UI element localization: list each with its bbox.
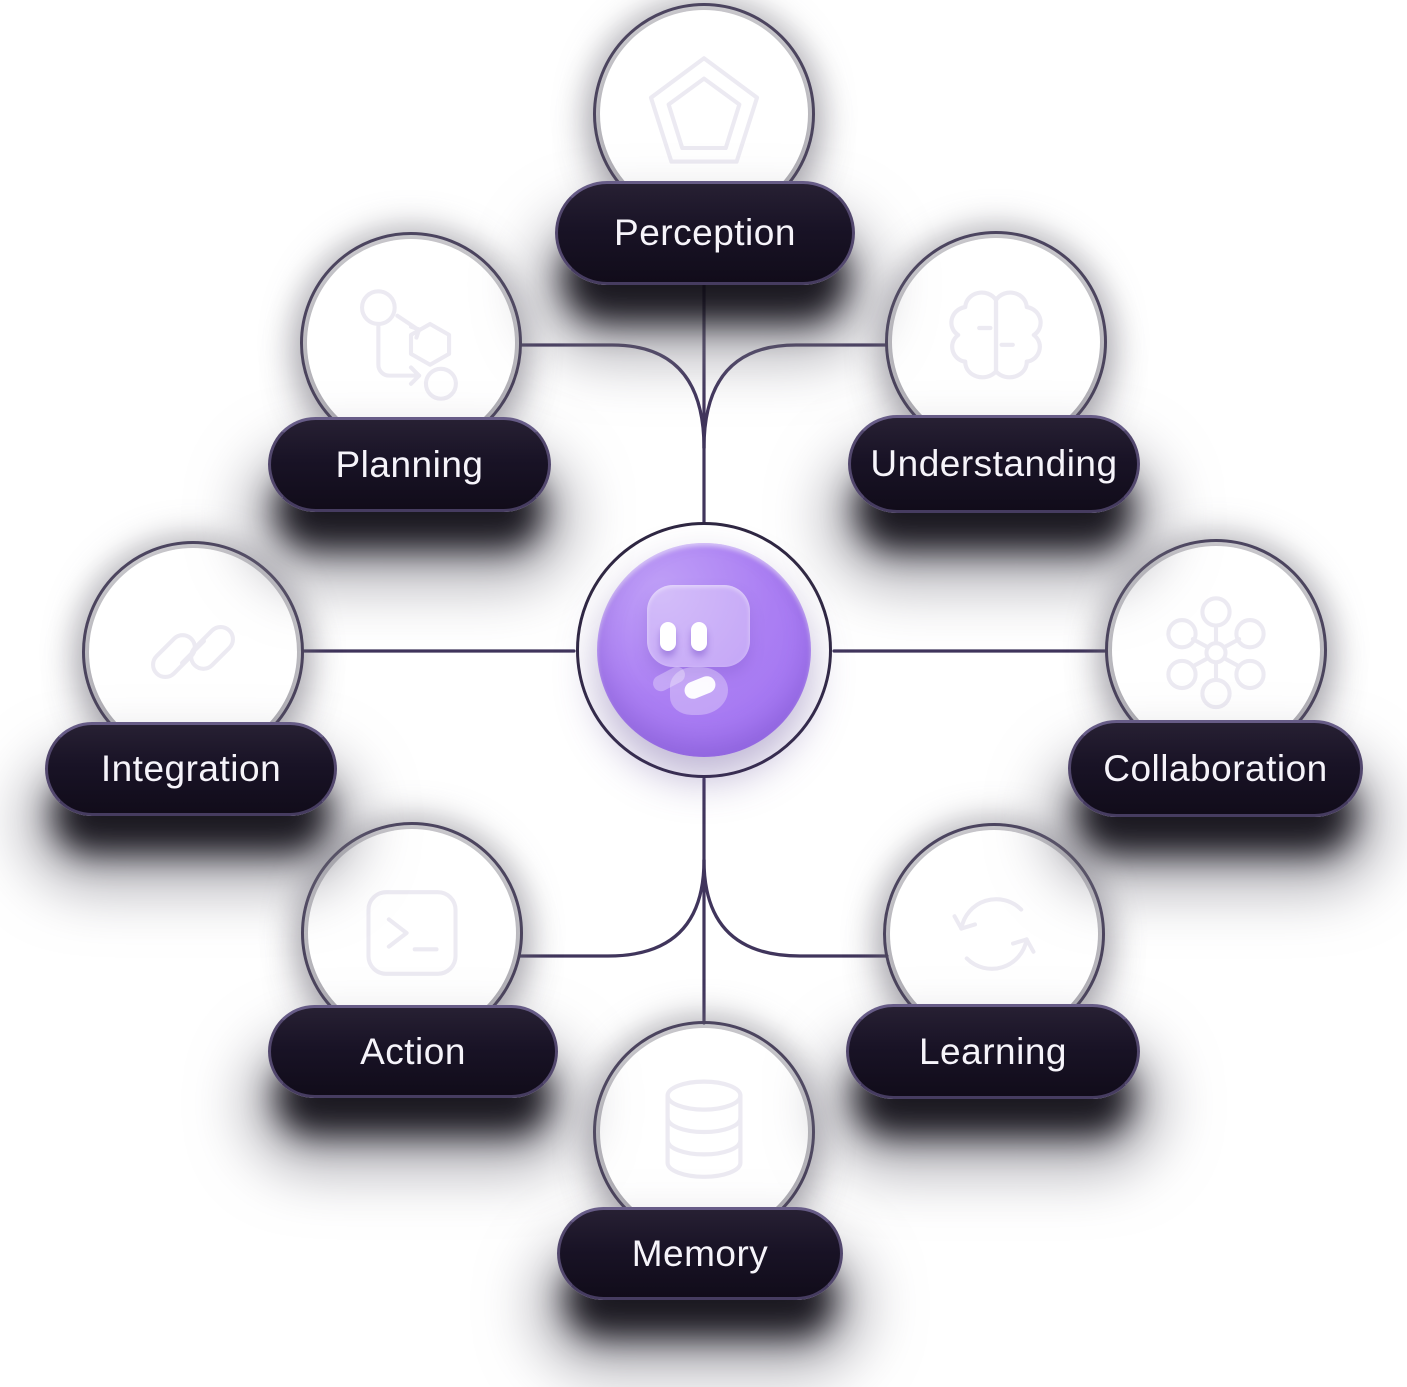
understanding-label: Understanding <box>870 443 1118 484</box>
robot-eye-right <box>691 622 707 651</box>
collaboration-circle <box>1112 546 1320 754</box>
ai-agent-hub <box>597 543 811 757</box>
action-label-pill: Action <box>268 1005 558 1098</box>
robot-speech-bubble <box>650 663 728 715</box>
collaboration-label-pill: Collaboration <box>1068 720 1363 817</box>
center-hub-ring <box>576 522 832 778</box>
terminal-icon <box>366 890 458 976</box>
action-label: Action <box>360 1030 466 1072</box>
link-icon <box>151 624 235 680</box>
perception-label-pill: Perception <box>555 181 855 285</box>
flowchart-icon <box>360 289 458 401</box>
network-icon <box>1166 596 1266 710</box>
action-circle <box>308 829 516 1037</box>
planning-circle <box>307 239 515 447</box>
pentagon-icon <box>648 56 760 164</box>
brain-icon <box>949 290 1043 380</box>
collaboration-label: Collaboration <box>1103 747 1328 789</box>
database-icon <box>665 1079 743 1179</box>
robot-chat-icon <box>647 585 750 667</box>
integration-label-pill: Integration <box>45 722 337 816</box>
cycle-icon <box>952 897 1036 971</box>
understanding-circle <box>892 238 1100 446</box>
memory-circle <box>600 1028 808 1236</box>
learning-circle <box>890 830 1098 1038</box>
speech-bubble-slash <box>681 673 719 702</box>
memory-label: Memory <box>631 1232 769 1274</box>
perception-label: Perception <box>614 212 796 253</box>
planning-label: Planning <box>335 443 484 485</box>
planning-label-pill: Planning <box>268 417 551 512</box>
speech-bubble-tail <box>650 663 688 695</box>
learning-label: Learning <box>918 1030 1067 1072</box>
integration-label: Integration <box>100 748 282 789</box>
memory-label-pill: Memory <box>557 1207 843 1300</box>
understanding-label-pill: Understanding <box>848 415 1140 513</box>
integration-circle <box>89 548 297 756</box>
learning-label-pill: Learning <box>846 1004 1140 1099</box>
robot-eye-left <box>660 622 676 651</box>
